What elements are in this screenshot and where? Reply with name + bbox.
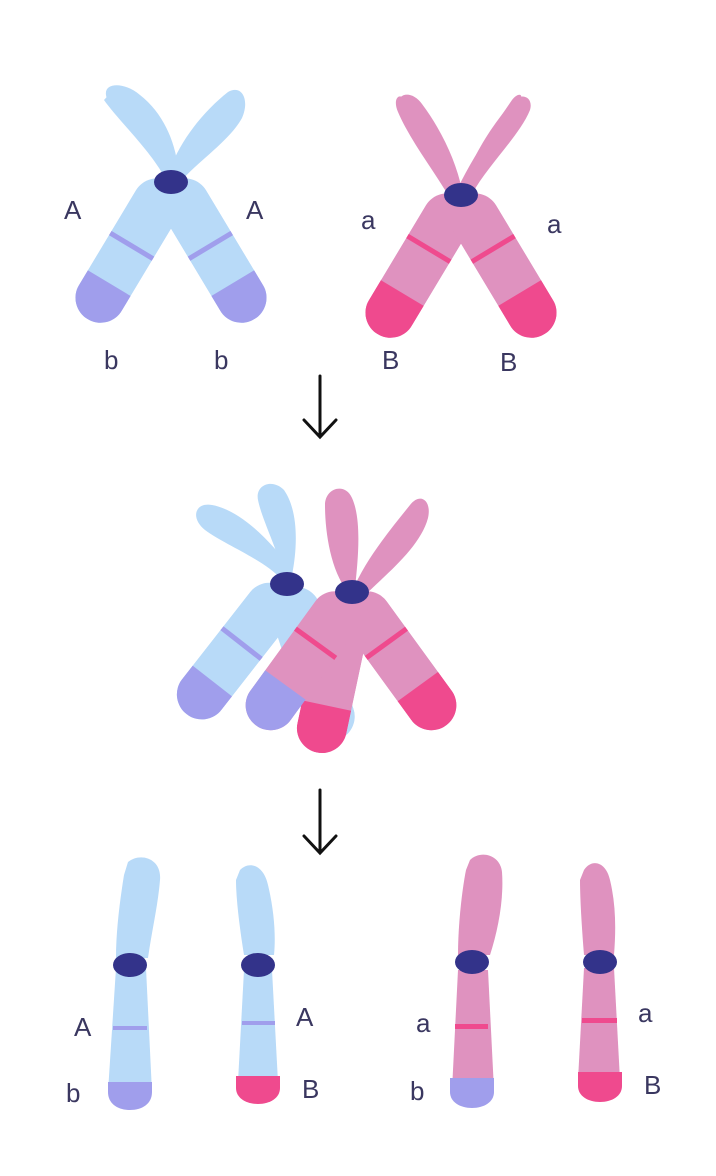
tip-label: b <box>410 1076 424 1106</box>
pink-centromere <box>444 183 478 207</box>
blue-cross-arm-left <box>166 572 305 730</box>
tip-label: B <box>302 1074 319 1104</box>
centromere <box>113 953 147 977</box>
pink-right-gene-label: a <box>547 209 562 239</box>
gene-label: A <box>296 1002 314 1032</box>
blue-right-tip-label: b <box>214 345 228 375</box>
chromatid-blue-A-B: A B <box>236 865 319 1104</box>
crossing-over-pair <box>166 483 467 758</box>
gene-label: a <box>638 998 653 1028</box>
pink-left-tip-label: B <box>382 345 399 375</box>
pink-cross-arm-left <box>235 581 371 741</box>
pink-chromosome-pair: a a B B <box>356 94 566 377</box>
centromere <box>241 953 275 977</box>
centromere <box>455 950 489 974</box>
arrow-down-icon <box>302 788 338 856</box>
blue-left-tip-label: b <box>104 345 118 375</box>
blue-left-gene-label: A <box>64 195 82 225</box>
chromatid-pink-a-b: a b <box>410 854 503 1108</box>
tip-label: b <box>66 1078 80 1108</box>
centromere <box>583 950 617 974</box>
pink-lower-arm-right <box>440 184 566 348</box>
tip-label: B <box>644 1070 661 1100</box>
pink-left-gene-label: a <box>361 205 376 235</box>
gene-label: A <box>74 1012 92 1042</box>
pink-cross-centromere <box>335 580 369 604</box>
gene-label: a <box>416 1008 431 1038</box>
blue-cross-centromere <box>270 572 304 596</box>
blue-lower-arm-left <box>66 169 192 333</box>
blue-right-gene-label: A <box>246 195 264 225</box>
blue-centromere <box>154 170 188 194</box>
pink-right-tip-label: B <box>500 347 517 377</box>
pink-lower-arm-left <box>356 184 482 348</box>
blue-lower-arm-right <box>150 169 276 333</box>
chromatid-blue-A-b: A b <box>66 857 161 1110</box>
chromatid-pink-a-B: a B <box>578 863 661 1102</box>
arrow-down-icon <box>302 374 338 440</box>
blue-chromosome-pair: A A b b <box>64 85 276 375</box>
